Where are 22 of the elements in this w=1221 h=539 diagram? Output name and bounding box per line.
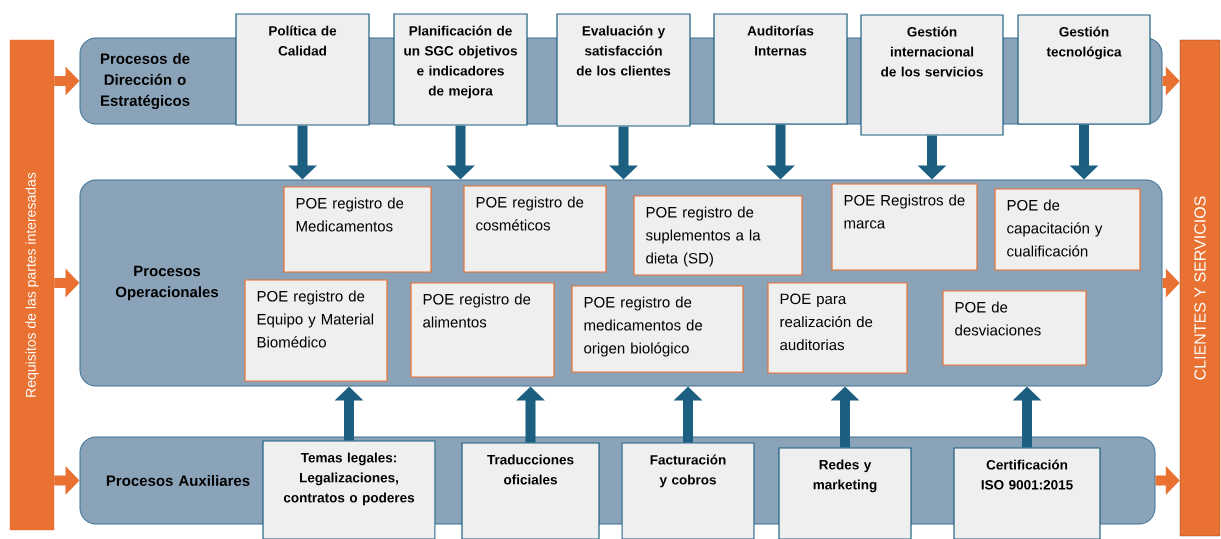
process-box: Temas legales: Legalizaciones, contratos o poderes [262,440,436,539]
process-box: Gestión internacional de los servicios [860,14,1004,136]
procedure-box: POE registro de alimentos [410,282,555,378]
process-box: Gestión tecnológica [1017,14,1151,125]
procedure-box: POE Registros de marca [831,183,978,271]
procedure-box: POE registro de suplementos a la dieta (SD) [633,195,803,276]
process-box: Auditorías Internas [713,13,848,125]
process-box: Traducciones oficiales [461,442,600,539]
process-box: Facturación y cobros [621,442,755,539]
process-box: Planificación de un SGC objetivos e indicadores de mejora [393,13,528,126]
process-box: Certificación ISO 9001:2015 [953,447,1101,539]
procedure-box: POE registro de cosméticos [463,185,607,273]
procedure-box: POE registro de medicamentos de origen biológico [571,285,744,373]
process-box: Política de Calidad [235,13,370,126]
procedure-box: POE registro de Equipo y Material Biomédico [244,279,388,382]
procedure-box: POE para realización de auditorias [767,282,908,374]
procedure-box: POE de capacitación y cualificación [994,188,1141,271]
process-box: Evaluación y satisfacción de los clientes [556,13,691,127]
process-box: Redes y marketing [778,447,912,539]
procedure-box: POE registro de Medicamentos [283,186,432,273]
procedure-box: POE de desviaciones [942,290,1087,366]
sidebar: Requisitos de las partes interesadas [9,39,55,531]
